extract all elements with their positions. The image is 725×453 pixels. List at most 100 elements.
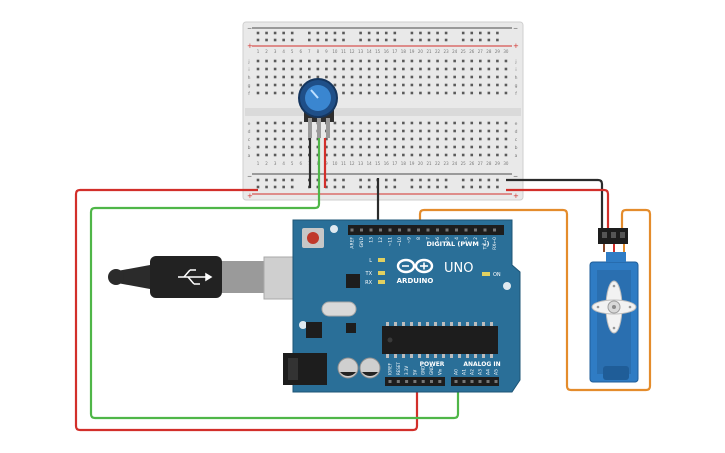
digital-pin-hole[interactable]	[369, 228, 373, 232]
terminal-hole[interactable]	[273, 83, 277, 87]
terminal-hole[interactable]	[265, 59, 268, 63]
terminal-hole[interactable]	[410, 75, 414, 79]
terminal-hole[interactable]	[265, 91, 268, 95]
terminal-hole[interactable]	[393, 137, 397, 141]
terminal-hole[interactable]	[342, 129, 345, 133]
terminal-hole[interactable]	[444, 91, 448, 95]
terminal-hole[interactable]	[427, 59, 431, 63]
rail-hole[interactable]	[393, 185, 397, 189]
terminal-hole[interactable]	[342, 67, 345, 71]
terminal-hole[interactable]	[436, 153, 439, 157]
digital-pin-hole[interactable]	[417, 228, 420, 232]
rail-hole[interactable]	[367, 38, 371, 42]
terminal-hole[interactable]	[479, 129, 482, 133]
rail-hole[interactable]	[342, 185, 345, 189]
rail-hole[interactable]	[410, 31, 414, 35]
terminal-hole[interactable]	[282, 129, 285, 133]
digital-pin-hole[interactable]	[388, 228, 392, 232]
terminal-hole[interactable]	[367, 91, 371, 95]
terminal-hole[interactable]	[436, 121, 439, 125]
terminal-hole[interactable]	[256, 59, 260, 63]
terminal-hole[interactable]	[444, 153, 448, 157]
terminal-hole[interactable]	[444, 145, 448, 149]
wires[interactable]	[74, 136, 652, 432]
terminal-hole[interactable]	[496, 137, 499, 141]
rail-hole[interactable]	[479, 178, 482, 182]
rail-hole[interactable]	[410, 38, 414, 42]
terminal-hole[interactable]	[256, 83, 260, 87]
terminal-hole[interactable]	[453, 145, 456, 149]
rail-hole[interactable]	[325, 178, 328, 182]
servo-motor[interactable]	[589, 228, 639, 383]
terminal-hole[interactable]	[325, 137, 328, 141]
terminal-hole[interactable]	[470, 91, 474, 95]
terminal-hole[interactable]	[350, 83, 354, 87]
rail-hole[interactable]	[479, 185, 482, 189]
terminal-hole[interactable]	[290, 67, 294, 71]
terminal-hole[interactable]	[410, 153, 414, 157]
digital-pin-hole[interactable]	[445, 228, 449, 232]
rail-hole[interactable]	[461, 185, 465, 189]
rail-hole[interactable]	[470, 38, 474, 42]
terminal-hole[interactable]	[316, 59, 320, 63]
terminal-hole[interactable]	[470, 153, 474, 157]
terminal-hole[interactable]	[504, 75, 508, 79]
rail-hole[interactable]	[290, 31, 294, 35]
rail-hole[interactable]	[393, 178, 397, 182]
terminal-hole[interactable]	[436, 75, 439, 79]
terminal-hole[interactable]	[273, 67, 277, 71]
terminal-hole[interactable]	[453, 129, 456, 133]
rail-hole[interactable]	[436, 185, 439, 189]
terminal-hole[interactable]	[376, 121, 379, 125]
terminal-hole[interactable]	[410, 129, 414, 133]
terminal-hole[interactable]	[316, 75, 320, 79]
terminal-hole[interactable]	[487, 145, 491, 149]
terminal-hole[interactable]	[444, 75, 448, 79]
wire-red-servo-vcc[interactable]	[506, 188, 610, 232]
terminal-hole[interactable]	[265, 83, 268, 87]
terminal-hole[interactable]	[299, 59, 303, 63]
analog-pin-hole[interactable]	[486, 380, 490, 383]
terminal-hole[interactable]	[325, 67, 328, 71]
terminal-hole[interactable]	[299, 145, 303, 149]
terminal-hole[interactable]	[282, 83, 285, 87]
terminal-hole[interactable]	[367, 129, 371, 133]
terminal-hole[interactable]	[461, 153, 465, 157]
terminal-hole[interactable]	[419, 137, 422, 141]
rail-hole[interactable]	[325, 185, 328, 189]
rail-hole[interactable]	[273, 38, 277, 42]
power-pin-hole[interactable]	[405, 380, 409, 383]
terminal-hole[interactable]	[273, 153, 277, 157]
wire-red-5v[interactable]	[74, 188, 419, 432]
terminal-hole[interactable]	[367, 121, 371, 125]
rail-hole[interactable]	[496, 178, 499, 182]
terminal-hole[interactable]	[265, 129, 268, 133]
terminal-hole[interactable]	[427, 91, 431, 95]
terminal-hole[interactable]	[333, 75, 337, 79]
terminal-hole[interactable]	[402, 75, 405, 79]
terminal-hole[interactable]	[265, 121, 268, 125]
rail-hole[interactable]	[273, 31, 277, 35]
rail-hole[interactable]	[359, 178, 362, 182]
rail-hole[interactable]	[487, 178, 491, 182]
digital-pin-hole[interactable]	[426, 228, 430, 232]
rail-hole[interactable]	[325, 38, 328, 42]
terminal-hole[interactable]	[393, 59, 397, 63]
terminal-hole[interactable]	[384, 121, 388, 125]
rail-hole[interactable]	[436, 38, 439, 42]
power-pin-hole[interactable]	[388, 380, 392, 383]
rail-hole[interactable]	[419, 185, 422, 189]
power-pin-hole[interactable]	[421, 380, 425, 383]
terminal-hole[interactable]	[479, 91, 482, 95]
rail-hole[interactable]	[333, 38, 337, 42]
terminal-hole[interactable]	[350, 67, 354, 71]
terminal-hole[interactable]	[487, 75, 491, 79]
terminal-hole[interactable]	[470, 67, 474, 71]
terminal-hole[interactable]	[325, 75, 328, 79]
terminal-hole[interactable]	[436, 145, 439, 149]
rail-hole[interactable]	[333, 185, 337, 189]
rail-hole[interactable]	[282, 178, 285, 182]
terminal-hole[interactable]	[384, 145, 388, 149]
terminal-hole[interactable]	[333, 67, 337, 71]
